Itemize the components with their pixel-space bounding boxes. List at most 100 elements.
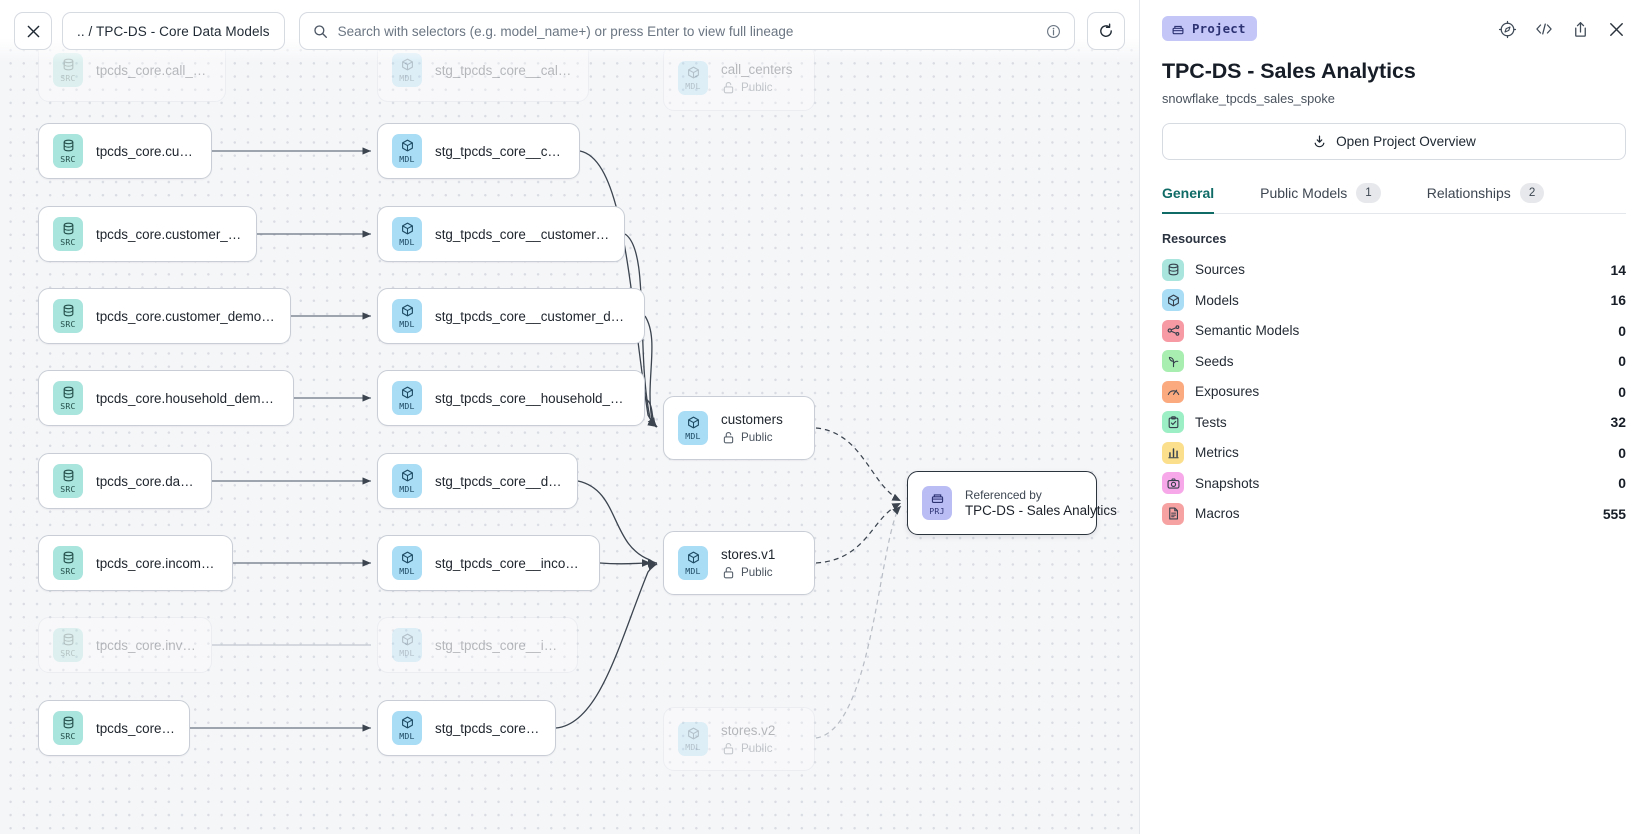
close-lineage-button[interactable]	[14, 12, 52, 50]
resource-row-seeds[interactable]: Seeds 0	[1140, 346, 1648, 377]
resource-row-metrics[interactable]: Metrics 0	[1140, 438, 1648, 469]
node-title: tpcds_core.income_band	[96, 555, 218, 571]
info-icon[interactable]	[1046, 24, 1061, 39]
panel-action-buttons	[1498, 16, 1626, 39]
resource-row-models[interactable]: Models 16	[1140, 285, 1648, 316]
resource-row-snapshots[interactable]: Snapshots 0	[1140, 468, 1648, 499]
lineage-canvas[interactable]: .. / TPC-DS - Core Data Models SRC	[0, 0, 1139, 834]
open-project-overview-label: Open Project Overview	[1336, 134, 1476, 149]
lineage-node[interactable]: MDL stores.v1 Public	[663, 531, 815, 595]
resource-row-macros[interactable]: Macros 555	[1140, 499, 1648, 530]
node-visibility-label: Public	[741, 741, 773, 755]
node-type-badge-prj: PRJ	[922, 486, 952, 520]
lineage-node[interactable]: MDL stg_tpcds_core__household_demogr…	[377, 370, 645, 426]
sprout-icon	[1162, 350, 1184, 373]
lock-icon	[721, 741, 736, 756]
resource-label: Exposures	[1195, 384, 1260, 400]
tab-label: General	[1162, 184, 1215, 201]
node-type-text: SRC	[60, 731, 76, 741]
node-type-text: SRC	[60, 154, 76, 164]
lineage-node[interactable]: MDL stg_tpcds_core__customer_demogra…	[377, 288, 645, 344]
resources-heading: Resources	[1162, 231, 1227, 246]
node-title: stores.v1	[721, 546, 776, 562]
open-project-overview-button[interactable]: Open Project Overview	[1162, 123, 1626, 160]
node-title: stg_tpcds_core__inventory	[435, 637, 563, 653]
node-type-badge-mdl: MDL	[392, 134, 422, 168]
code-icon[interactable]	[1534, 19, 1554, 39]
node-visibility: Public	[721, 741, 775, 756]
node-visibility: Public	[721, 80, 792, 95]
page-title: TPC-DS - Sales Analytics	[1162, 59, 1416, 83]
cube-icon	[686, 550, 701, 565]
lineage-node[interactable]: SRC tpcds_core.household_demographics	[38, 370, 294, 426]
explore-icon[interactable]	[1498, 20, 1517, 39]
gauge-icon	[1162, 380, 1184, 403]
resource-label: Snapshots	[1195, 475, 1260, 491]
resource-row-exposures[interactable]: Exposures 0	[1140, 377, 1648, 408]
close-icon	[26, 24, 41, 39]
resource-label: Models	[1195, 292, 1239, 308]
resource-row-tests[interactable]: Tests 32	[1140, 407, 1648, 438]
lineage-project-node[interactable]: PRJ Referenced by TPC-DS - Sales Analyti…	[907, 471, 1117, 535]
clipboard-icon	[1162, 411, 1184, 434]
bars-icon	[1162, 441, 1184, 464]
lineage-node[interactable]: SRC tpcds_core.store	[38, 700, 190, 756]
camera-icon	[1162, 472, 1184, 495]
resource-count: 0	[1618, 353, 1626, 370]
database-icon	[61, 468, 76, 483]
cube-icon	[686, 726, 701, 741]
lineage-node[interactable]: SRC tpcds_core.customer	[38, 123, 212, 179]
lineage-node[interactable]: MDL customers Public	[663, 396, 815, 460]
cube-icon	[400, 468, 415, 483]
resource-row-sources[interactable]: Sources 14	[1140, 255, 1648, 286]
tab-general[interactable]: General	[1162, 183, 1215, 214]
lineage-node[interactable]: MDL stg_tpcds_core__customer	[377, 123, 580, 179]
project-icon	[930, 490, 945, 505]
panel-header: Project	[1140, 0, 1648, 41]
node-type-badge-mdl: MDL	[678, 61, 708, 95]
lineage-node[interactable]: MDL stg_tpcds_core__store	[377, 700, 556, 756]
resource-label: Metrics	[1195, 445, 1239, 461]
node-type-text: MDL	[399, 401, 415, 411]
database-icon	[61, 138, 76, 153]
resource-row-semantic-models[interactable]: Semantic Models 0	[1140, 316, 1648, 347]
resource-count: 16	[1610, 292, 1626, 309]
share-icon[interactable]	[1571, 20, 1590, 39]
node-title: tpcds_core.customer_address	[96, 226, 242, 242]
node-type-text: MDL	[685, 566, 701, 576]
refresh-button[interactable]	[1087, 12, 1125, 50]
resource-count: 14	[1610, 261, 1626, 278]
lineage-node[interactable]: SRC tpcds_core.income_band	[38, 535, 233, 591]
resource-count: 555	[1602, 505, 1626, 522]
lineage-node[interactable]: SRC tpcds_core.customer_demographics	[38, 288, 291, 344]
node-title: tpcds_core.store	[96, 720, 175, 736]
panel-subtitle: snowflake_tpcds_sales_spoke	[1162, 91, 1335, 106]
node-type-badge-src: SRC	[53, 299, 83, 333]
resource-label: Sources	[1195, 262, 1245, 278]
resource-count: 0	[1618, 383, 1626, 400]
search-bar[interactable]	[298, 12, 1075, 50]
node-title: tpcds_core.date_dim	[96, 473, 197, 489]
node-title: tpcds_core.customer_demographics	[96, 308, 276, 324]
lineage-node[interactable]: MDL stores.v2 Public	[663, 707, 815, 771]
resource-label: Tests	[1195, 414, 1227, 430]
search-input[interactable]	[337, 23, 1036, 39]
lineage-node[interactable]: SRC tpcds_core.customer_address	[38, 206, 257, 262]
details-panel: Project	[1139, 0, 1648, 834]
lineage-node[interactable]: MDL stg_tpcds_core__inventory	[377, 617, 578, 673]
node-title: stg_tpcds_core__household_demogr…	[435, 390, 630, 406]
lineage-node[interactable]: MDL stg_tpcds_core__income_band	[377, 535, 600, 591]
lineage-node[interactable]: MDL stg_tpcds_core__date_dim	[377, 453, 578, 509]
download-icon	[1312, 134, 1327, 149]
close-icon[interactable]	[1607, 20, 1626, 39]
lineage-node[interactable]: MDL stg_tpcds_core__customer_address	[377, 206, 625, 262]
lineage-node[interactable]: SRC tpcds_core.date_dim	[38, 453, 212, 509]
breadcrumb[interactable]: .. / TPC-DS - Core Data Models	[62, 12, 285, 50]
node-type-text: MDL	[399, 237, 415, 247]
node-type-badge-src: SRC	[53, 217, 83, 251]
database-icon	[61, 550, 76, 565]
node-visibility-label: Public	[741, 565, 773, 579]
lineage-node[interactable]: SRC tpcds_core.inventory	[38, 617, 212, 673]
